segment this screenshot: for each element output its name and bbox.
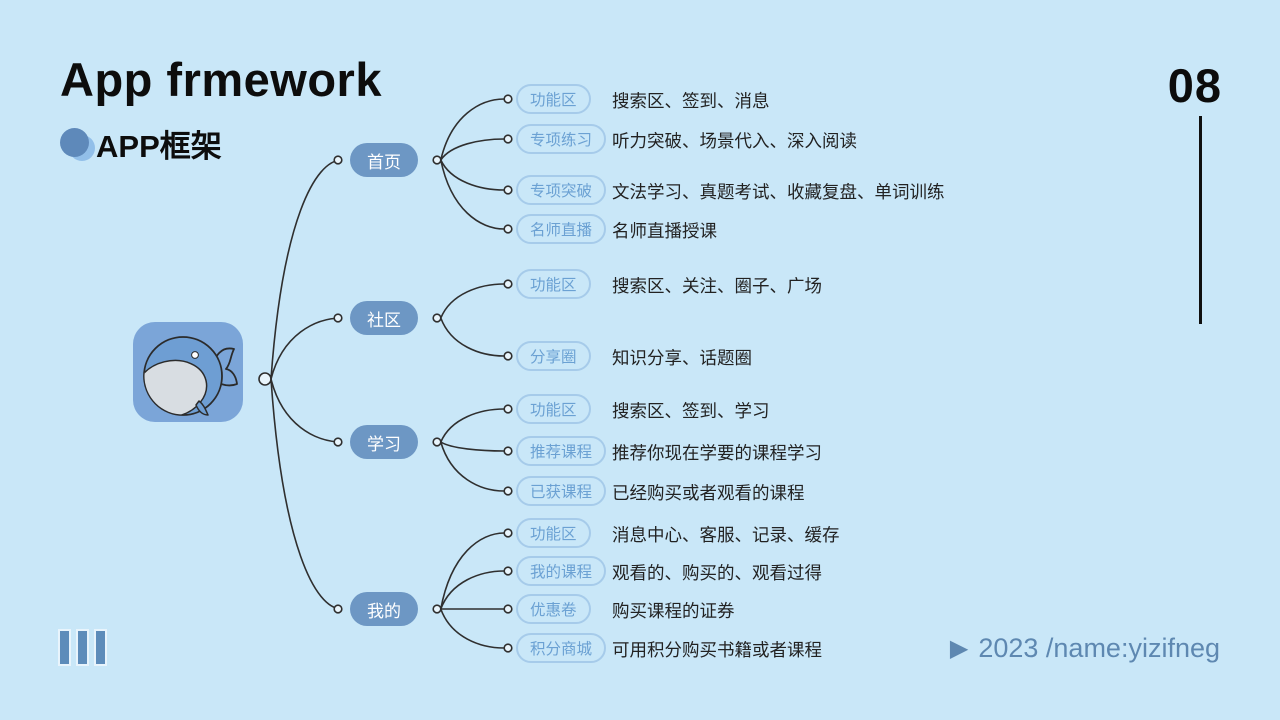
footer-credit: ▶ 2023 /name:yizifneg [950,633,1220,664]
branch-node: 学习 [350,425,418,459]
child-node: 功能区 [516,269,591,299]
triple-bar-icon [58,629,107,666]
child-description: 听力突破、场景代入、深入阅读 [612,131,857,151]
child-node: 优惠卷 [516,594,591,624]
child-node: 名师直播 [516,214,607,244]
child-description: 已经购买或者观看的课程 [612,483,805,503]
page-title: App frmework [60,53,382,106]
child-description: 观看的、购买的、观看过得 [612,563,822,583]
child-node: 分享圈 [516,341,591,371]
child-description: 消息中心、客服、记录、缓存 [612,525,840,545]
page-number-rule [1199,116,1202,324]
child-node: 专项突破 [516,175,607,205]
child-description: 知识分享、话题圈 [612,348,752,368]
child-description: 文法学习、真题考试、收藏复盘、单词训练 [612,182,945,202]
child-node: 功能区 [516,394,591,424]
play-icon: ▶ [949,634,969,662]
child-node: 积分商城 [516,633,607,663]
subtitle-row: APP框架 [60,124,222,164]
branch-node: 社区 [350,301,418,335]
branch-node: 我的 [350,592,418,626]
child-description: 搜索区、关注、圈子、广场 [612,276,822,296]
child-node: 推荐课程 [516,436,607,466]
child-node: 已获课程 [516,476,607,506]
child-node: 功能区 [516,84,591,114]
child-description: 可用积分购买书籍或者课程 [612,640,822,660]
branch-node: 首页 [350,143,418,177]
child-description: 名师直播授课 [612,221,717,241]
footer-credit-text: 2023 /name:yizifneg [978,633,1220,663]
child-node: 我的课程 [516,556,607,586]
child-node: 功能区 [516,518,591,548]
child-description: 推荐你现在学要的课程学习 [612,443,822,463]
child-description: 搜索区、签到、学习 [612,401,770,421]
child-node: 专项练习 [516,124,607,154]
whale-app-icon [133,322,243,422]
page-subtitle: APP框架 [96,128,222,164]
double-circle-icon [60,126,95,161]
child-description: 搜索区、签到、消息 [612,91,770,111]
page-number: 08 [1167,59,1222,112]
child-description: 购买课程的证券 [612,601,735,621]
